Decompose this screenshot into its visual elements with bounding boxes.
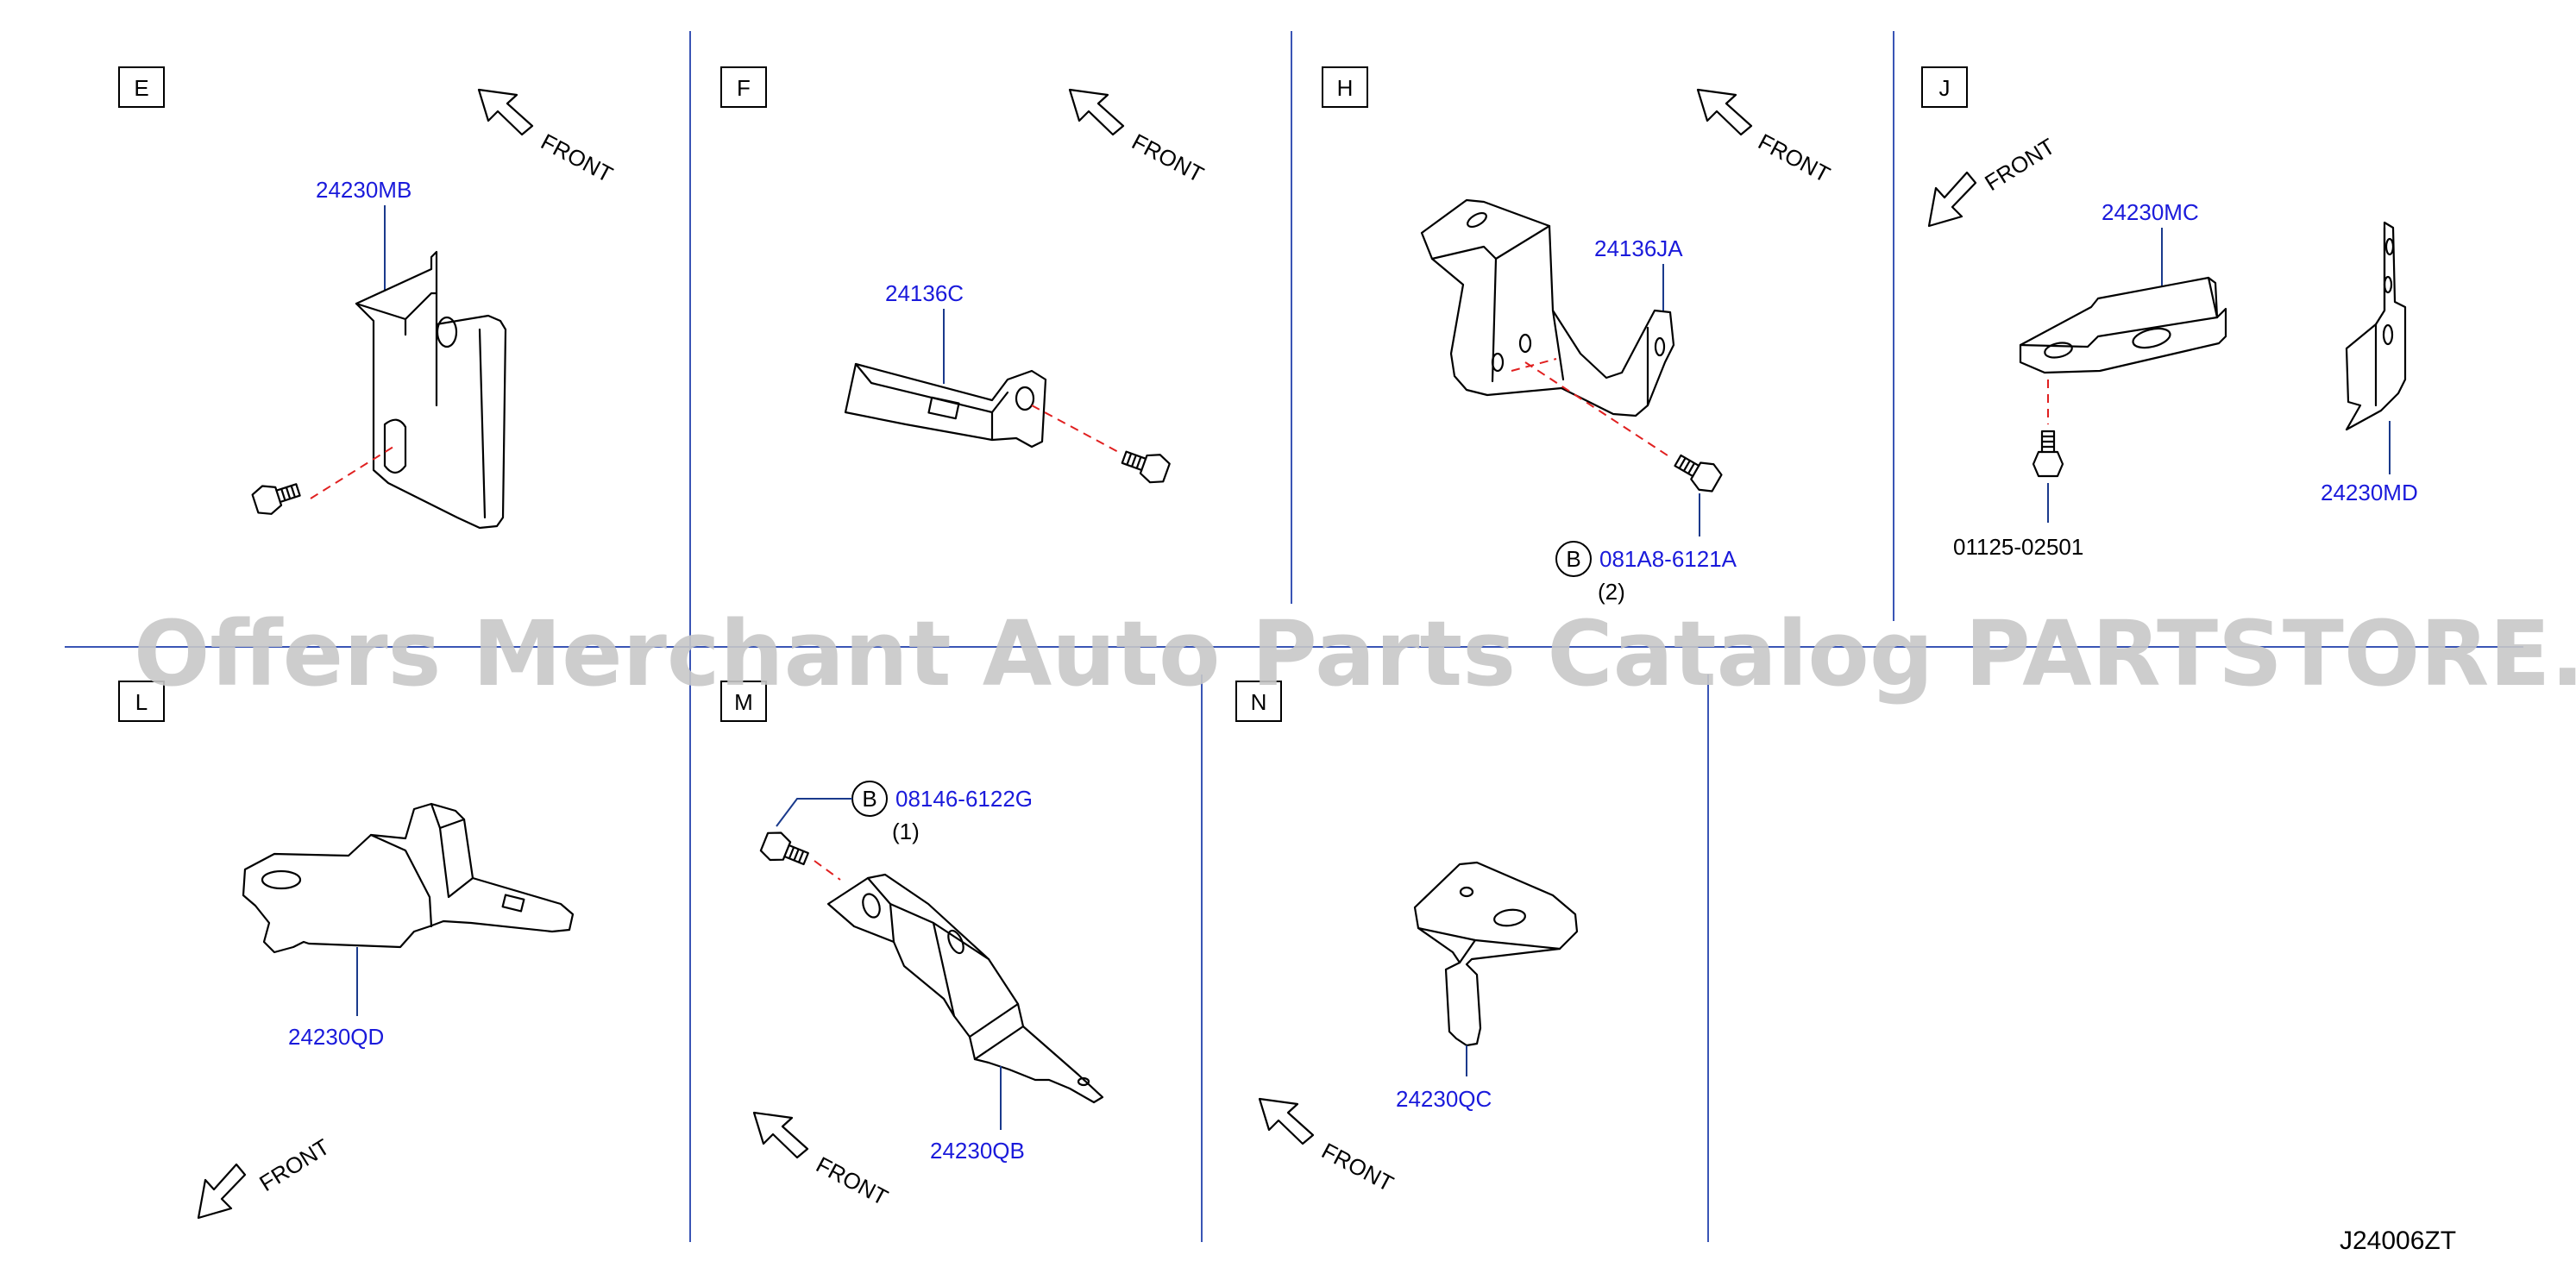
part-label-24230mc: 24230MC (2102, 199, 2199, 225)
panel-letter-m: M (734, 689, 753, 715)
panel-e: E FRONT 24230MB (118, 66, 617, 530)
bolt-marker-letter: B (1566, 546, 1580, 572)
bolt-icon (1118, 442, 1172, 488)
bolt-quantity: (1) (892, 819, 920, 844)
leader-line (776, 798, 852, 827)
panel-m: M B 08146-6122G (1) 24230QB FRONT (720, 681, 1104, 1211)
bracket-24230mc-drawing (2019, 276, 2227, 374)
bracket-24136ja-drawing (1420, 198, 1675, 417)
front-arrow-icon (1258, 1097, 1315, 1145)
front-label: FRONT (1754, 129, 1834, 188)
front-arrow-down-icon (197, 1163, 247, 1220)
front-arrow-icon (752, 1111, 809, 1159)
panel-f: F FRONT 24136C (720, 66, 1208, 488)
part-label-24230qd: 24230QD (288, 1024, 384, 1050)
panel-n: N 24230QC FRONT (1235, 681, 1579, 1197)
bracket-24230mb-drawing (355, 250, 507, 530)
bolt-icon (249, 474, 304, 519)
front-arrow-icon (1696, 88, 1753, 136)
front-label: FRONT (1128, 129, 1208, 188)
front-arrow-icon (477, 88, 534, 136)
panel-letter-h: H (1337, 75, 1354, 101)
bracket-24136c-drawing (844, 362, 1047, 449)
panel-h: H FRONT 24136JA B 081A8-6121A (2) (1322, 66, 1834, 605)
diagram-code: J24006ZT (2340, 1227, 2456, 1255)
part-label-24230qc: 24230QC (1396, 1086, 1492, 1112)
part-label-24230mb: 24230MB (316, 177, 412, 203)
front-label: FRONT (1980, 133, 2059, 196)
part-label-01125-02501: 01125-02501 (1953, 534, 2083, 560)
part-label-081a8-6121a: 081A8-6121A (1599, 546, 1737, 572)
bolt-icon (1669, 447, 1725, 497)
front-label: FRONT (254, 1133, 334, 1196)
panel-separators (65, 31, 2523, 1242)
part-label-24136c: 24136C (885, 280, 964, 306)
panel-j: J FRONT 24230MC 01125-02501 24230MD (1921, 66, 2418, 560)
bolt-axis-line (310, 446, 394, 499)
part-label-08146-6122g: 08146-6122G (895, 786, 1033, 812)
part-label-24136ja: 24136JA (1594, 235, 1683, 261)
bolt-quantity: (2) (1598, 579, 1625, 605)
part-label-24230qb: 24230QB (930, 1138, 1025, 1164)
watermark-text: Offers Merchant Auto Parts Catalog PARTS… (134, 601, 2576, 706)
bolt-icon (757, 827, 813, 874)
bolt-axis-line (1031, 405, 1122, 455)
front-label: FRONT (1317, 1138, 1398, 1197)
bracket-24230qd-drawing (242, 802, 575, 954)
panel-l: L 24230QD FRONT (118, 681, 575, 1220)
front-arrow-down-icon (1927, 171, 1977, 228)
panel-letter-l: L (135, 689, 148, 715)
bolt-axis-line (1511, 358, 1557, 372)
bracket-24230qb-drawing (826, 873, 1104, 1104)
bracket-24230qc-drawing (1413, 861, 1579, 1047)
bolt-marker-letter: B (862, 786, 876, 812)
bracket-24230md-drawing (2345, 221, 2407, 431)
panel-letter-f: F (737, 75, 751, 101)
panel-letter-j: J (1939, 75, 1951, 101)
front-label: FRONT (812, 1151, 892, 1211)
panel-letter-n: N (1251, 689, 1267, 715)
panel-letter-e: E (134, 75, 148, 101)
bolt-marker-circle (1555, 541, 1592, 577)
front-arrow-icon (1068, 88, 1125, 136)
bolt-icon (2032, 430, 2064, 478)
bolt-axis-line (814, 860, 841, 881)
part-label-24230md: 24230MD (2321, 480, 2418, 505)
front-label: FRONT (537, 129, 617, 188)
